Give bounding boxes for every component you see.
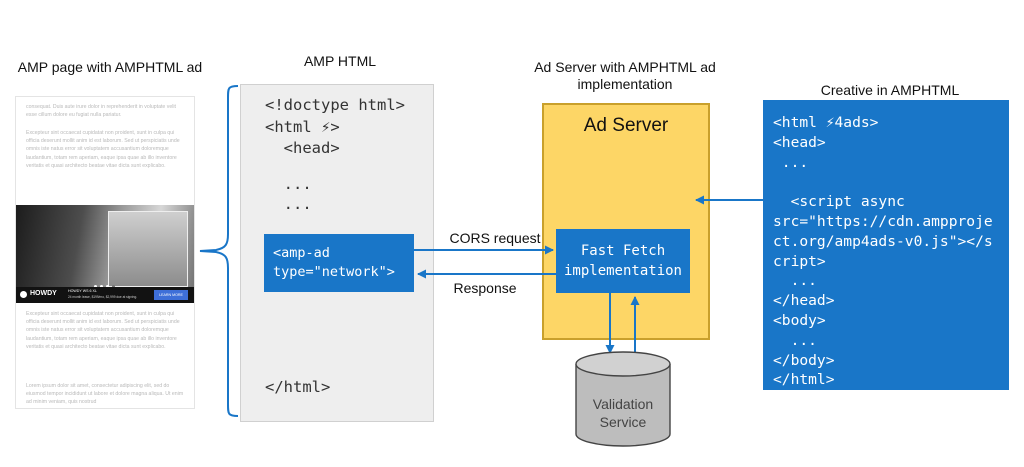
code-doctype: <!doctype html> [265, 96, 405, 114]
creative-code-line: <head> [773, 133, 826, 151]
response-label: Response [453, 280, 517, 296]
fast-fetch-line2: implementation [563, 263, 682, 279]
cors-request-label: CORS request [449, 230, 541, 246]
ad-cta-button[interactable]: LEARN MORE [154, 290, 188, 300]
ad-server-title-line2: implementation [577, 76, 673, 92]
creative-code-line: </body> [773, 351, 835, 369]
creative-code-line: ... [773, 272, 817, 290]
ad-model: HOWDY WS 6 XL [68, 289, 97, 293]
ad-brand: HOWDY [30, 290, 57, 297]
ad-server-label: Ad Server [583, 115, 669, 136]
ad-detail: 24 month lease, $199/mo, $2,999 due at s… [68, 295, 138, 299]
ad-server-box: Ad Server [542, 103, 710, 340]
validation-service-cylinder [575, 351, 671, 447]
code-dots-2: ... [265, 195, 312, 213]
amp-ad-line1: <amp-ad [273, 245, 330, 261]
validation-line1: Validation [592, 396, 654, 412]
ad-server-title: Ad Server with AMPHTML ad implementation [510, 59, 740, 93]
phone-paragraph-low: Excepteur sint occaecat cupidatat non pr… [26, 311, 180, 350]
amp-page-mockup: consequat. Duis aute irure dolor in repr… [15, 96, 195, 409]
amp-page-title: AMP page with AMPHTML ad [17, 59, 203, 75]
code-head: <head> [265, 139, 340, 157]
curly-brace [199, 85, 239, 417]
creative-code-line: <body> [773, 311, 826, 329]
creative-title: Creative in AMPHTML [820, 82, 960, 98]
amp-ad-line2: type="network"> [273, 264, 395, 280]
creative-code-line: <html ⚡4ads> [773, 114, 879, 131]
car-thumbnail [108, 211, 188, 287]
creative-code-line [773, 172, 993, 192]
creative-code-line: src="https://cdn.ampproje [773, 212, 993, 230]
brand-logo-icon [20, 291, 27, 298]
amp-ad-box: <amp-ad type="network"> [264, 234, 414, 292]
phone-paragraph-top: consequat. Duis aute irure dolor in repr… [26, 104, 176, 119]
creative-code-line: cript> [773, 252, 826, 270]
ad-server-title-line1: Ad Server with AMPHTML ad [534, 59, 716, 75]
ad-footer-bar: HOWDY HOWDY WS 6 XL 24 month lease, $199… [16, 287, 194, 303]
creative-code-line: </html> [773, 371, 835, 389]
creative-code-line: <script async [773, 193, 905, 211]
creative-code-line: </head> [773, 292, 835, 310]
validation-line2: Service [599, 414, 647, 430]
fast-fetch-box: Fast Fetch implementation [556, 229, 690, 293]
ad-image [16, 205, 194, 297]
validation-service-label: Validation Service [574, 395, 672, 431]
phone-paragraph-bottom: Lorem ipsum dolor sit amet, consectetur … [26, 383, 184, 406]
phone-paragraph-mid: Excepteur sint occaecat cupidatat non pr… [26, 130, 180, 169]
amp-html-title: AMP HTML [303, 53, 377, 69]
code-html-open: <html ⚡> [265, 118, 340, 136]
creative-code-line: ct.org/amp4ads-v0.js"></s [773, 232, 993, 250]
code-html-close: </html> [265, 378, 331, 396]
fast-fetch-line1: Fast Fetch [580, 243, 666, 259]
carousel-dots [94, 285, 124, 289]
creative-code-line: ... [773, 153, 809, 171]
code-dots-1: ... [265, 175, 312, 193]
creative-code-line: ... [773, 331, 817, 349]
